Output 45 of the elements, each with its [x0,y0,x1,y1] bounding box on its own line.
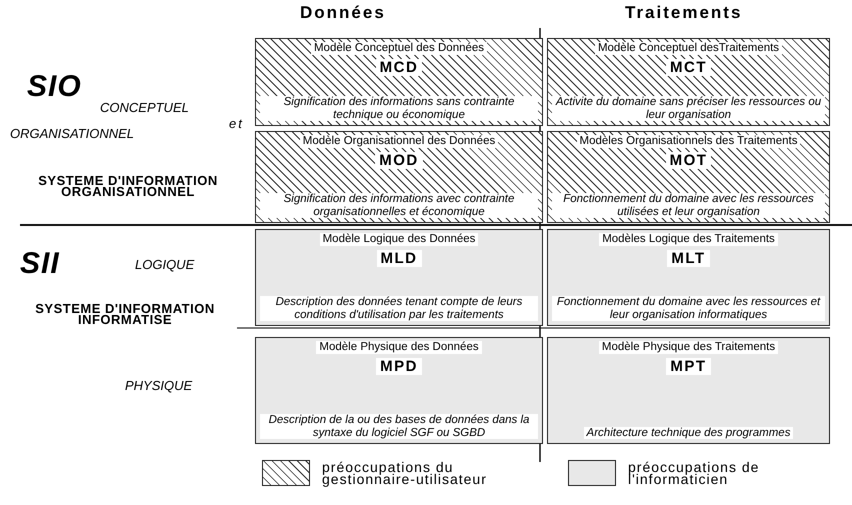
model-description: Fonctionnement du domaine avec les ressources utilisées et leur organisation [552,193,825,218]
level-name: et [229,116,244,131]
model-description: Signification des informations sans contrainte technique ou économique [260,96,538,121]
level-heading: SII [20,247,60,281]
model-acronym: MPT [666,358,711,375]
legend-text: préoccupations du gestionnaire-utilisateur [322,461,488,485]
model-acronym: MLT [667,250,710,267]
model-acronym: MCT [666,59,711,76]
model-title: Modèle Organisationnel des Données [300,135,498,148]
level-name: PHYSIQUE [125,378,192,393]
model-title: Modèles Logique des Traitements [599,233,778,246]
model-acronym: MCD [376,59,422,76]
model-box [255,131,543,223]
model-title: Modèle Physique des Traitements [598,341,778,354]
model-description: Description des données tenant compte de leurs conditions d'utilisation par les traitements [260,296,538,321]
model-description: Fonctionnement du domaine avec les ressources et leur organisation informatiques [552,296,825,321]
level-name: CONCEPTUEL [100,100,189,115]
system-heading: SYSTEME D'INFORMATION INFORMATISE [34,303,216,325]
model-description: Description de la ou des bases de données dans la syntaxe du logiciel SGF ou SGBD [260,414,538,439]
model-box [255,229,543,326]
model-title: Modèle Physique des Données [316,341,482,354]
model-acronym: MOT [666,152,712,169]
model-title: Modèles Organisationnels des Traitements [576,135,800,148]
model-acronym: MOD [375,152,423,169]
model-box [547,229,830,326]
model-title: Modèle Conceptuel desTraitements [594,42,782,55]
model-title: Modèle Conceptuel des Données [310,42,488,55]
model-box [255,38,543,126]
level-heading: SIO [27,70,82,104]
legend-text: préoccupations de l'informaticien [628,461,760,485]
model-description: Architecture technique des programmes [584,426,794,439]
model-box [255,337,543,444]
model-acronym: MLD [376,250,422,267]
level-name: ORGANISATIONNEL [10,126,134,141]
model-description: Activite du domaine sans préciser les ressources ou leur organisation [552,96,825,121]
level-name: LOGIQUE [135,257,194,272]
model-title: Modèle Logique des Données [320,233,478,246]
model-acronym: MPD [376,358,422,375]
model-box [547,337,830,444]
column-heading: Traitements [625,3,742,23]
column-heading: Données [300,3,386,23]
system-heading: SYSTEME D'INFORMATION ORGANISATIONNEL [37,175,219,197]
model-box [547,38,830,126]
model-box [547,131,830,223]
model-description: Signification des informations avec contrainte organisationnelles et économique [260,193,538,218]
